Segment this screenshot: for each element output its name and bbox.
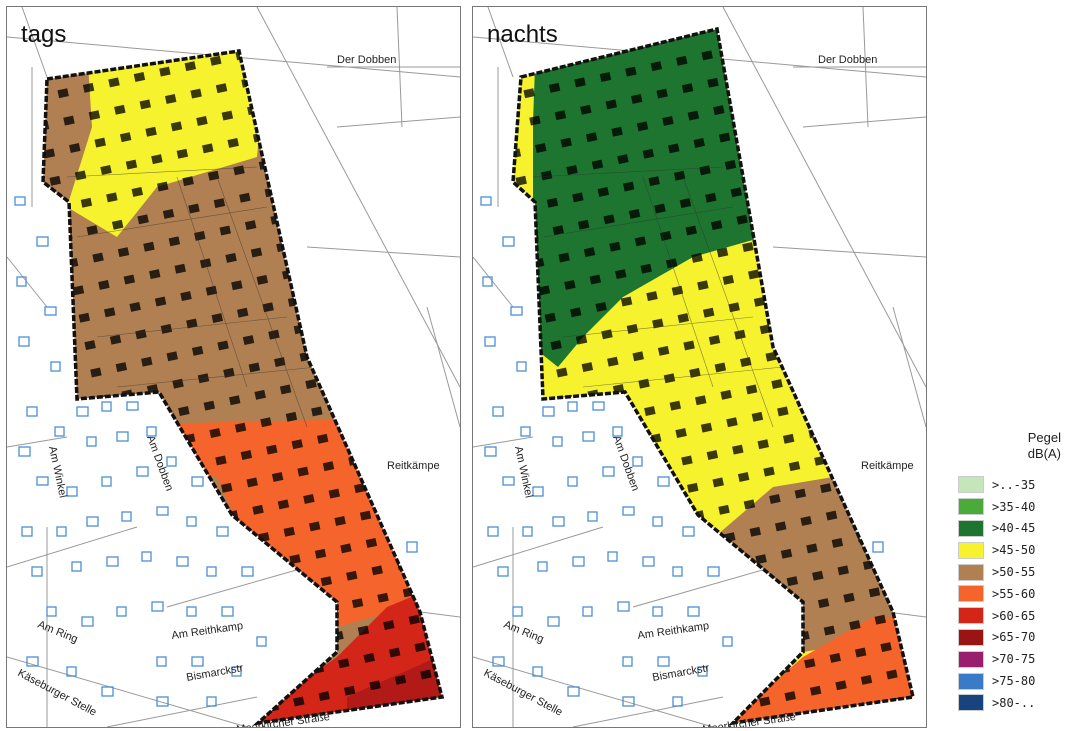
legend-item: >65-70 bbox=[958, 627, 1063, 649]
legend-swatch bbox=[958, 541, 984, 559]
planning-area-boundary bbox=[511, 26, 916, 726]
legend-swatch bbox=[958, 694, 984, 712]
legend-label: >45-50 bbox=[992, 543, 1036, 558]
label-am-winkel: Am Winkel bbox=[46, 445, 69, 499]
label-am-ring: Am Ring bbox=[502, 619, 546, 646]
day-noise-map: Der Dobben Reitkämpe Am Winkel Am Dobben… bbox=[7, 7, 460, 727]
legend-title-line1: Pegel bbox=[1027, 430, 1061, 445]
legend: Pegel dB(A) >..-35 >35-40 >40-45 >45-50 … bbox=[958, 430, 1063, 714]
legend-swatch bbox=[958, 672, 984, 690]
legend-swatch bbox=[958, 476, 984, 494]
legend-swatch bbox=[958, 563, 984, 581]
legend-label: >35-40 bbox=[992, 499, 1036, 514]
parcel-lines bbox=[473, 7, 926, 727]
label-am-dobben: Am Dobben bbox=[610, 434, 641, 493]
legend-swatch bbox=[958, 607, 984, 625]
planning-area-boundary bbox=[41, 49, 445, 726]
legend-swatch bbox=[958, 650, 984, 668]
legend-label: >80-.. bbox=[992, 695, 1036, 710]
legend-item: >70-75 bbox=[958, 648, 1063, 670]
panel-title-night: nachts bbox=[487, 21, 558, 48]
label-reitkaempe: Reitkämpe bbox=[387, 460, 440, 472]
label-am-reithkamp: Am Reithkamp bbox=[171, 620, 244, 642]
legend-label: >40-45 bbox=[992, 521, 1036, 536]
label-reitkaempe: Reitkämpe bbox=[861, 460, 914, 472]
night-noise-map: Der Dobben Reitkämpe Am Winkel Am Dobben… bbox=[473, 7, 926, 727]
label-am-dobben: Am Dobben bbox=[144, 434, 175, 493]
label-kaeseburger: Käseburger Stelle bbox=[16, 667, 99, 719]
legend-item: >..-35 bbox=[958, 474, 1063, 496]
legend-item: >45-50 bbox=[958, 539, 1063, 561]
label-der-dobben: Der Dobben bbox=[337, 54, 396, 66]
legend-item: >80-.. bbox=[958, 692, 1063, 714]
legend-item: >50-55 bbox=[958, 561, 1063, 583]
legend-title-line2: dB(A) bbox=[1027, 446, 1061, 461]
legend-label: >75-80 bbox=[992, 674, 1036, 689]
legend-item: >40-45 bbox=[958, 518, 1063, 540]
legend-label: >55-60 bbox=[992, 586, 1036, 601]
legend-label: >50-55 bbox=[992, 565, 1036, 580]
legend-list: >..-35 >35-40 >40-45 >45-50 >50-55 >55-6… bbox=[958, 474, 1063, 714]
legend-label: >60-65 bbox=[992, 608, 1036, 623]
existing-buildings bbox=[14, 196, 418, 707]
legend-label: >70-75 bbox=[992, 652, 1036, 667]
existing-buildings bbox=[480, 196, 884, 707]
map-panel-night: Der Dobben Reitkämpe Am Winkel Am Dobben… bbox=[472, 6, 927, 728]
label-am-reithkamp: Am Reithkamp bbox=[637, 620, 710, 642]
map-panel-day: Der Dobben Reitkämpe Am Winkel Am Dobben… bbox=[6, 6, 461, 728]
label-am-ring: Am Ring bbox=[36, 619, 80, 646]
legend-swatch bbox=[958, 628, 984, 646]
panel-title-day: tags bbox=[21, 21, 67, 48]
legend-swatch bbox=[958, 498, 984, 516]
legend-swatch bbox=[958, 519, 984, 537]
legend-swatch bbox=[958, 585, 984, 603]
label-der-dobben: Der Dobben bbox=[818, 54, 877, 66]
legend-label: >65-70 bbox=[992, 630, 1036, 645]
legend-item: >75-80 bbox=[958, 670, 1063, 692]
legend-item: >60-65 bbox=[958, 605, 1063, 627]
legend-label: >..-35 bbox=[992, 477, 1036, 492]
legend-item: >55-60 bbox=[958, 583, 1063, 605]
label-am-winkel: Am Winkel bbox=[512, 445, 535, 499]
label-kaeseburger: Käseburger Stelle bbox=[482, 667, 565, 719]
legend-item: >35-40 bbox=[958, 496, 1063, 518]
legend-title: Pegel dB(A) bbox=[958, 430, 1063, 462]
